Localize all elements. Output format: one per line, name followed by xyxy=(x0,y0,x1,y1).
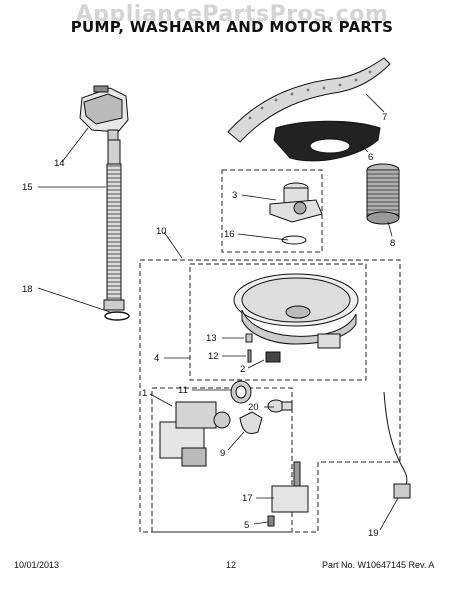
motor-assembly-box xyxy=(151,387,293,533)
watermark: AppliancePartsPros.com xyxy=(75,2,389,27)
leader-lines xyxy=(37,93,399,531)
callout-13: 13 xyxy=(206,333,217,344)
chopper-housing-part xyxy=(269,182,323,223)
fitting-part xyxy=(267,399,293,413)
callout-18: 18 xyxy=(22,284,33,295)
diverter-part xyxy=(267,461,309,527)
outer-assembly-box xyxy=(139,259,401,533)
small-parts xyxy=(245,333,281,363)
upper-spray-arm-part xyxy=(227,57,391,143)
callout-19: 19 xyxy=(368,528,379,539)
footer-date: 10/01/2013 xyxy=(14,560,60,570)
callout-2: 2 xyxy=(240,364,245,375)
callout-12: 12 xyxy=(208,351,219,362)
sump-assembly-box xyxy=(189,263,367,381)
footer-part-no: Part No. W10647145 Rev. A xyxy=(322,560,435,570)
callout-8: 8 xyxy=(390,238,395,249)
chopper-disc-part xyxy=(281,235,307,245)
sump-part xyxy=(233,273,359,349)
callout-11: 11 xyxy=(178,385,188,396)
callout-20: 20 xyxy=(248,402,259,413)
footer-page: 12 xyxy=(226,560,237,570)
filter-screen-part xyxy=(273,120,381,162)
callout-17: 17 xyxy=(242,493,253,504)
callout-15: 15 xyxy=(22,182,33,193)
filter-cylinder-part xyxy=(366,163,400,225)
callout-9: 9 xyxy=(220,448,225,459)
drain-hose-part xyxy=(103,139,125,311)
callout-1: 1 xyxy=(142,388,147,399)
page-title: PUMP, WASHARM AND MOTOR PARTS xyxy=(70,18,394,36)
callout-16: 16 xyxy=(224,229,235,240)
callout-6: 6 xyxy=(368,152,373,163)
callout-7: 7 xyxy=(382,112,387,123)
sensor-part xyxy=(383,391,411,499)
elbow-hose-part xyxy=(239,411,263,434)
motor-part xyxy=(159,401,231,467)
callout-14: 14 xyxy=(54,158,65,169)
pump-head-part xyxy=(79,85,129,141)
callout-numbers: 14 15 18 7 6 8 3 16 10 4 13 12 2 1 11 20… xyxy=(22,112,395,539)
pump-assembly-box xyxy=(221,169,323,253)
callout-10: 10 xyxy=(156,226,167,237)
hose-clamp-part xyxy=(104,311,130,321)
callout-4: 4 xyxy=(154,353,159,364)
spray-arm-holes xyxy=(248,70,372,120)
callout-5: 5 xyxy=(244,520,249,531)
callout-3: 3 xyxy=(232,190,237,201)
seal-ring-part xyxy=(230,380,252,404)
